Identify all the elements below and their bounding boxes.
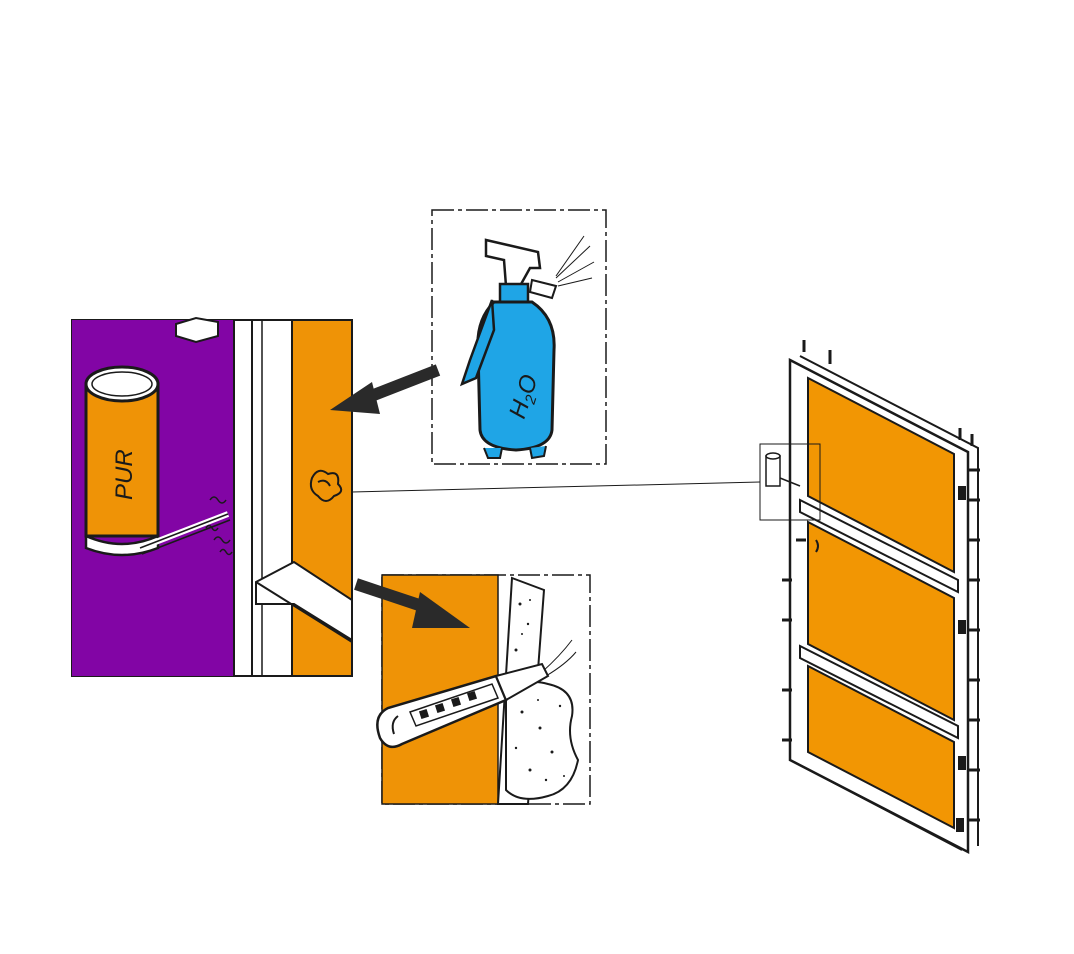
excess-foam [505,681,580,800]
foam-blob [309,469,343,502]
door-frame-icon [782,340,980,855]
utility-knife-icon [376,662,550,749]
door-panel-bottom [807,664,955,830]
door-panel-top [807,376,955,574]
frame-profile [233,319,293,677]
arrow-spray-to-foam [330,364,441,414]
trim-foam-panel [376,574,591,805]
foam-application-panel: PUR [71,316,353,677]
can-label: PUR [111,449,138,500]
wall-block [175,316,219,344]
mini-can-icon [765,452,801,487]
door-panel-middle [807,520,955,722]
foam-squiggles [205,496,233,556]
bottle-label: H2O [504,371,546,422]
water-spray-panel: H2O [431,209,607,465]
arrow-foam-to-trim [354,578,470,628]
callout-line [351,481,761,493]
foam-spray-can-icon: PUR [84,365,231,557]
frame-shelf [255,560,353,642]
door-detail-callout [759,443,821,521]
water-spray-bottle-icon: H2O [459,235,595,460]
